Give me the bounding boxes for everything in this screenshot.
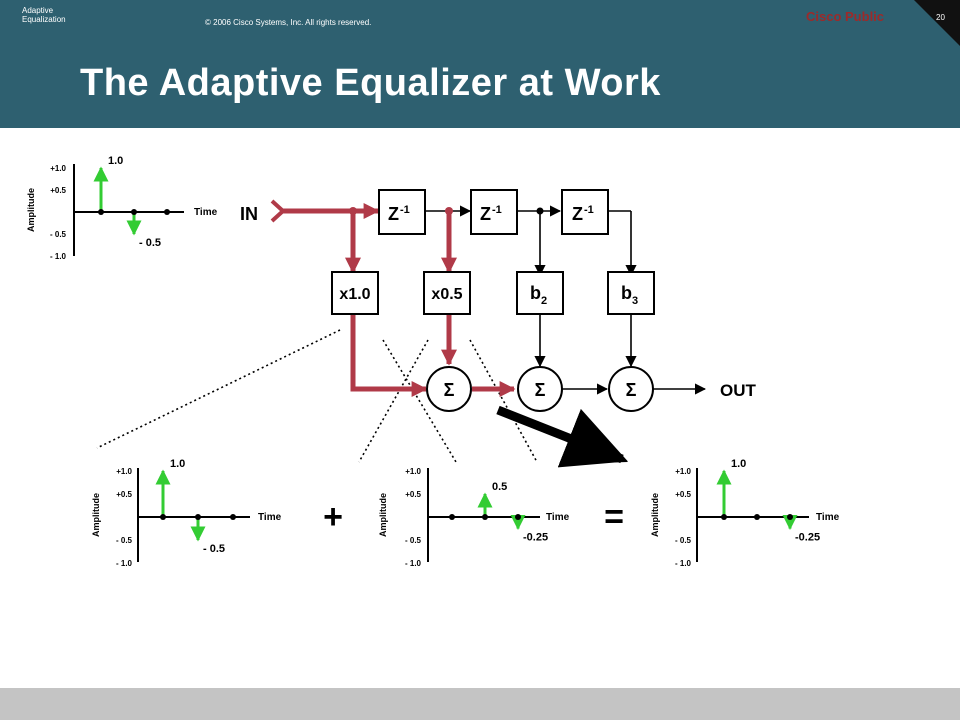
- footer-bar: [0, 688, 960, 720]
- summing-node: Σ: [426, 366, 472, 412]
- x-axis-label: Time: [194, 207, 218, 218]
- equals-operator: =: [604, 498, 624, 536]
- tap-label: x1.0: [339, 286, 370, 303]
- delay-label: Z: [388, 204, 399, 224]
- plot-input: +1.0 +0.5 - 0.5 - 1.0 Amplitude Time 1.0 - 0.5: [26, 155, 218, 261]
- in-label: IN: [240, 204, 258, 224]
- tap-box: x0.5: [423, 271, 471, 315]
- tap-box: x1.0: [331, 271, 379, 315]
- slide-title: The Adaptive Equalizer at Work: [80, 62, 661, 104]
- sample-dot: [164, 209, 170, 215]
- impulse-value-label: 1.0: [731, 458, 746, 470]
- sample-dot: [721, 514, 727, 520]
- plus-operator: +: [323, 498, 343, 536]
- delay-exponent: -1: [584, 204, 594, 216]
- impulse-value-label: 1.0: [170, 458, 185, 470]
- sum-symbol: Σ: [626, 380, 637, 400]
- x-axis-label: Time: [816, 512, 840, 523]
- y-axis-label: Amplitude: [378, 493, 388, 537]
- delay-label: Z: [480, 204, 491, 224]
- junction-dot: [445, 207, 453, 215]
- out-label: OUT: [720, 381, 757, 400]
- y-tick-label: - 0.5: [50, 230, 67, 239]
- y-tick-label: - 1.0: [675, 559, 692, 568]
- footer-classification: Cisco Public: [806, 9, 885, 24]
- y-tick-label: +0.5: [50, 186, 66, 195]
- svg-text:b2: b2: [530, 283, 547, 307]
- y-tick-label: +0.5: [405, 490, 421, 499]
- corner-decoration: [914, 0, 960, 46]
- sample-dot: [515, 514, 521, 520]
- delay-box: Z-1: [470, 189, 518, 235]
- svg-text:Z-1: Z-1: [388, 204, 410, 224]
- sample-dot: [195, 514, 201, 520]
- sample-dot: [160, 514, 166, 520]
- plot-tap1: +1.0 +0.5 - 0.5 - 1.0 Amplitude Time 1.0 - 0.5: [91, 458, 282, 568]
- impulse-value-label: -0.25: [795, 532, 820, 544]
- y-tick-label: +1.0: [405, 467, 421, 476]
- delay-exponent: -1: [492, 204, 502, 216]
- sample-dot: [787, 514, 793, 520]
- sample-dot: [98, 209, 104, 215]
- svg-text:Z-1: Z-1: [572, 204, 594, 224]
- sample-dot: [482, 514, 488, 520]
- footer-section: Adaptive Equalization: [22, 6, 66, 24]
- tap-box: b2: [516, 271, 564, 315]
- y-tick-label: - 1.0: [50, 252, 67, 261]
- sample-dot: [131, 209, 137, 215]
- y-tick-label: - 0.5: [405, 536, 422, 545]
- delay-exponent: -1: [400, 204, 410, 216]
- result-arrowhead: [593, 444, 628, 463]
- tap-label: b: [530, 283, 541, 303]
- delay-box: Z-1: [378, 189, 426, 235]
- svg-text:Z-1: Z-1: [480, 204, 502, 224]
- delay-box: Z-1: [561, 189, 609, 235]
- y-tick-label: +1.0: [50, 164, 66, 173]
- summing-node: Σ: [608, 366, 654, 412]
- x-axis-label: Time: [546, 512, 570, 523]
- footer-page-number: 20: [936, 13, 945, 22]
- summing-node: Σ: [517, 366, 563, 412]
- footer-copyright: © 2006 Cisco Systems, Inc. All rights re…: [205, 18, 372, 27]
- impulse-value-label: 1.0: [108, 155, 123, 167]
- tap-box: b3: [607, 271, 655, 315]
- plot-output: +1.0 +0.5 - 0.5 - 1.0 Amplitude Time 1.0 -0.25: [650, 458, 840, 568]
- y-axis-label: Amplitude: [91, 493, 101, 537]
- sum-symbol: Σ: [444, 380, 455, 400]
- tap-subscript: 3: [632, 295, 638, 307]
- sum-symbol: Σ: [535, 380, 546, 400]
- y-tick-label: +0.5: [116, 490, 132, 499]
- junction-dot: [349, 207, 357, 215]
- x-axis-label: Time: [258, 512, 282, 523]
- y-tick-label: +1.0: [675, 467, 691, 476]
- impulse-value-label: -0.25: [523, 532, 548, 544]
- tap-label: b: [621, 283, 632, 303]
- y-tick-label: +1.0: [116, 467, 132, 476]
- impulse-value-label: - 0.5: [139, 237, 161, 249]
- sample-dot: [449, 514, 455, 520]
- tap-label: x0.5: [431, 286, 462, 303]
- y-tick-label: - 0.5: [116, 536, 133, 545]
- plot-tap2: +1.0 +0.5 - 0.5 - 1.0 Amplitude Time 0.5 -0.25: [378, 467, 570, 568]
- black-paths: [425, 205, 707, 395]
- equalizer-diagram: IN OUT Z-1 Z-1 Z-1 x1.0 x0.5 b2 b3 Σ Σ: [26, 155, 840, 568]
- y-tick-label: - 0.5: [675, 536, 692, 545]
- junction-dot: [536, 207, 544, 215]
- y-tick-label: - 1.0: [116, 559, 133, 568]
- y-axis-label: Amplitude: [26, 188, 36, 232]
- title-bar: [0, 0, 960, 128]
- sample-dot: [230, 514, 236, 520]
- y-tick-label: +0.5: [675, 490, 691, 499]
- red-paths: [270, 199, 516, 398]
- y-tick-label: - 1.0: [405, 559, 422, 568]
- impulse-value-label: - 0.5: [203, 543, 225, 555]
- sample-dot: [754, 514, 760, 520]
- impulse-value-label: 0.5: [492, 481, 507, 493]
- zoom-lines: [96, 329, 538, 463]
- tap-subscript: 2: [541, 295, 547, 307]
- svg-text:b3: b3: [621, 283, 638, 307]
- y-axis-label: Amplitude: [650, 493, 660, 537]
- delay-label: Z: [572, 204, 583, 224]
